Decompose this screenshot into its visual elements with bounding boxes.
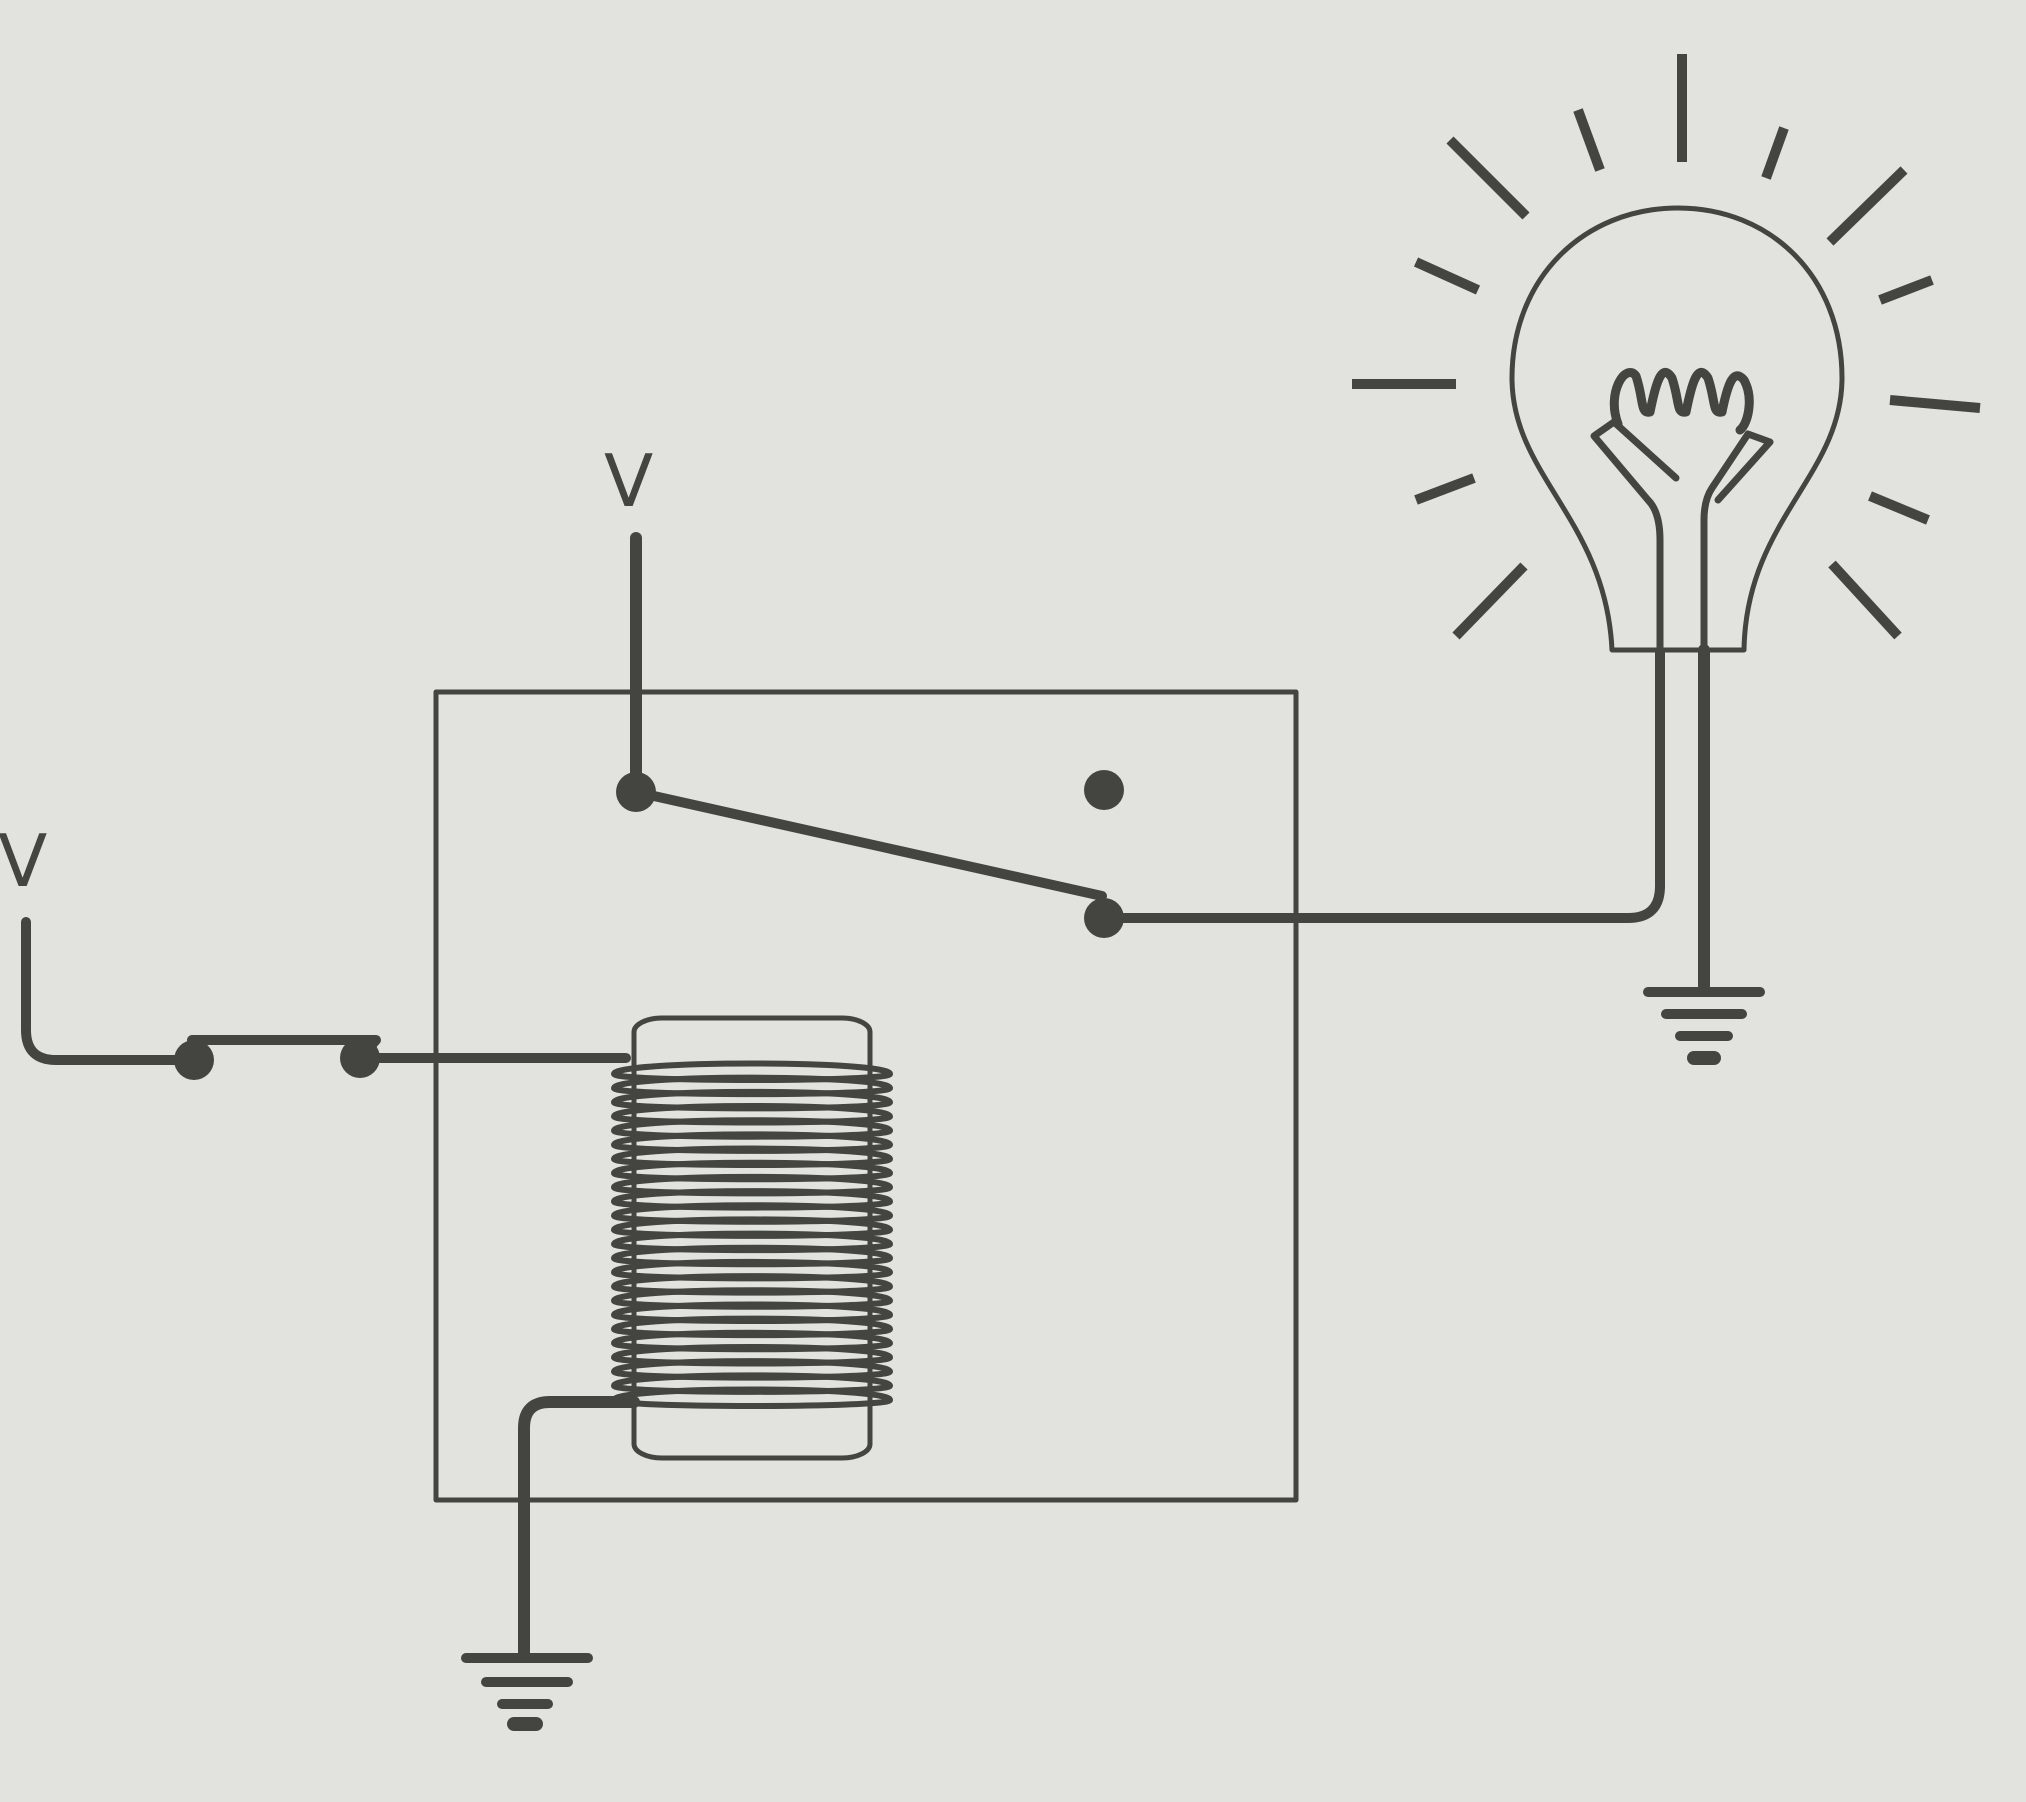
relay-housing bbox=[433, 689, 1299, 1503]
input-switch-right-terminal bbox=[340, 1038, 380, 1078]
lamp-feed-wire bbox=[1099, 645, 1665, 923]
coil-winding bbox=[611, 1386, 893, 1409]
relay-no-contact bbox=[1084, 898, 1124, 938]
lamp-ground bbox=[1643, 987, 1765, 1065]
lamp-light-rays bbox=[1352, 54, 1981, 640]
relay-nc-contact bbox=[1084, 770, 1124, 810]
lamp-filament-support bbox=[1590, 418, 1774, 654]
input-switch-left-terminal bbox=[174, 1040, 214, 1080]
lamp-glass bbox=[1509, 205, 1845, 653]
input-supply-wire bbox=[21, 917, 199, 1065]
lamp-filament bbox=[1609, 367, 1754, 435]
switch-supply-label: V bbox=[604, 439, 653, 523]
armature-pivot bbox=[616, 772, 656, 812]
input-supply-label: V bbox=[0, 819, 47, 903]
coil-ground bbox=[461, 1653, 593, 1731]
armature bbox=[631, 787, 1107, 901]
coil-ground-wire bbox=[518, 1396, 640, 1662]
coil-windings bbox=[611, 1060, 893, 1409]
